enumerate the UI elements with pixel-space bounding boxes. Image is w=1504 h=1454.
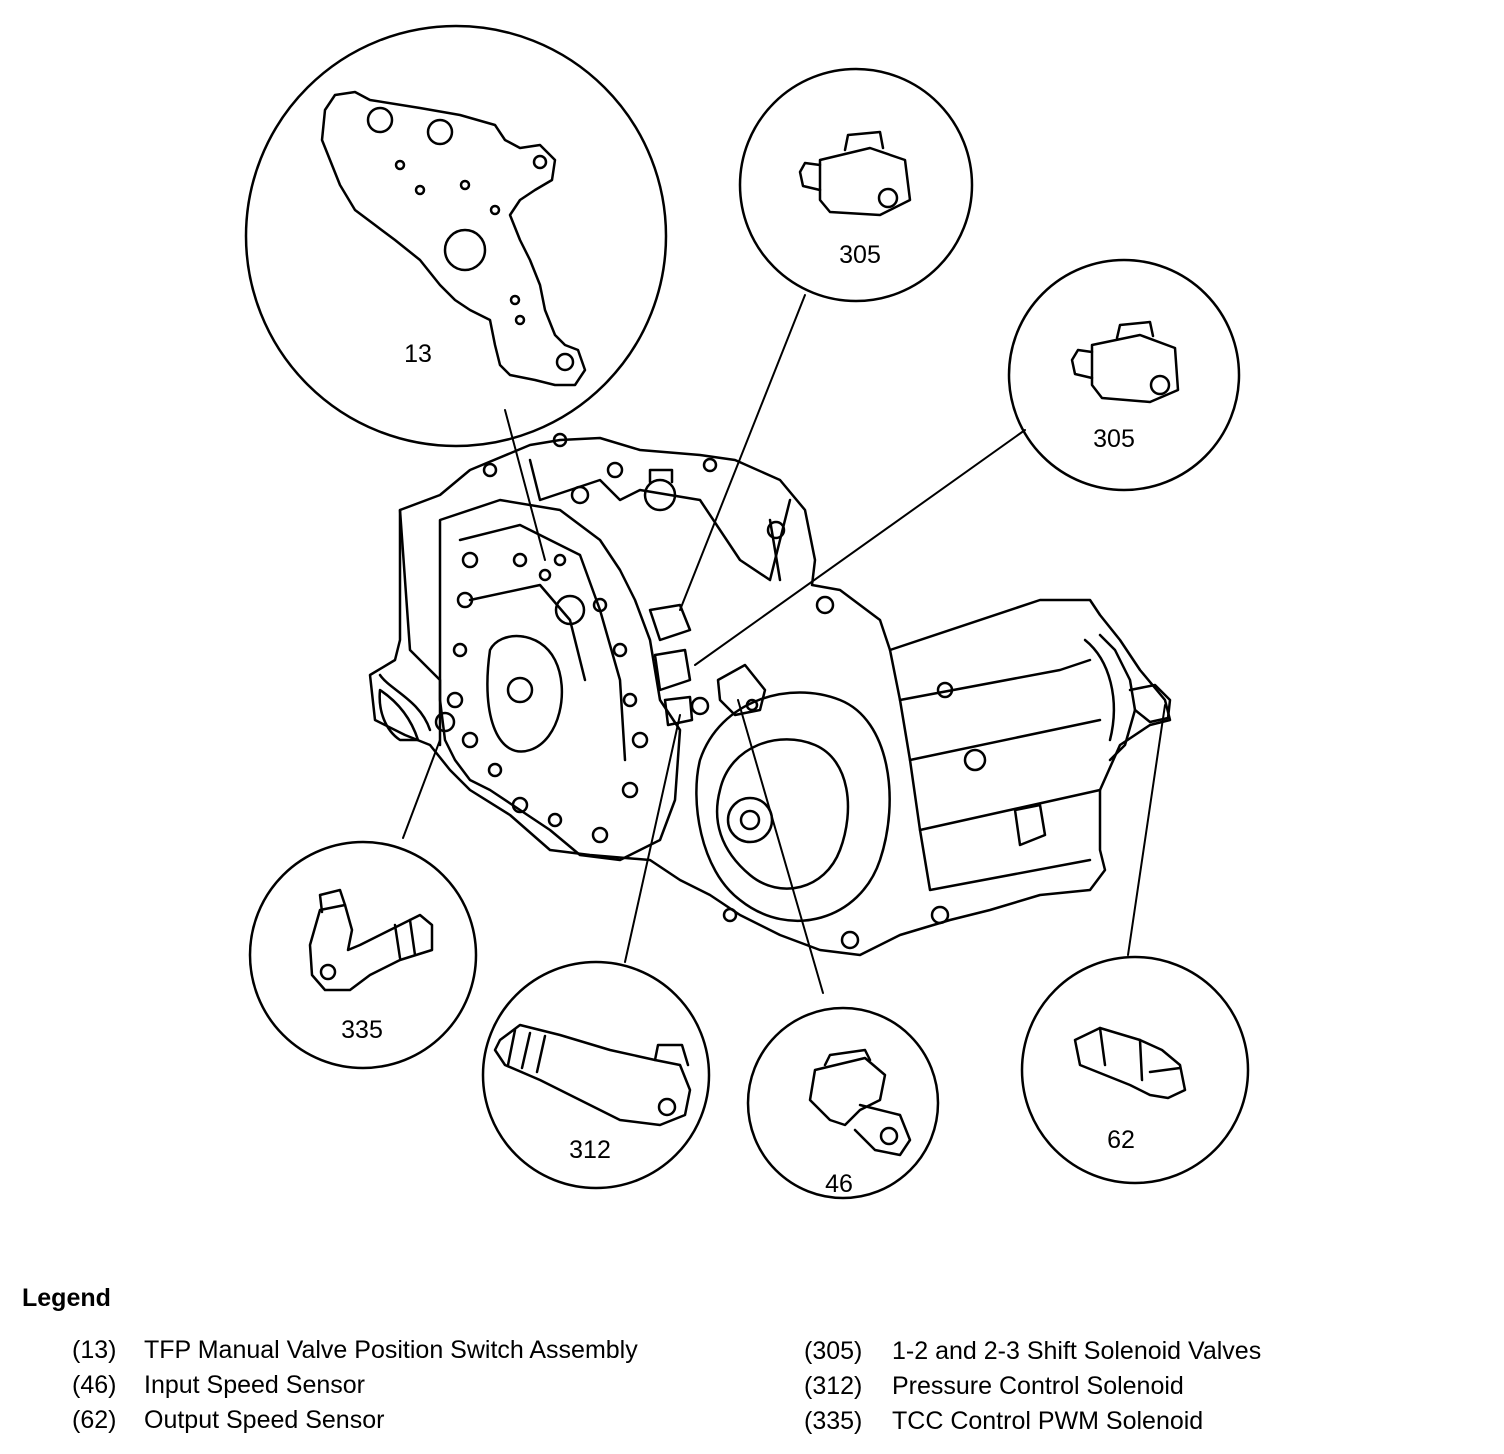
callout-305-top: 305 [839,241,881,269]
pressure-control-solenoid-icon [493,1023,692,1127]
legend-desc: Output Speed Sensor [144,1406,385,1434]
tcc-pwm-solenoid-icon [308,888,434,992]
legend-code: (305) [804,1337,863,1365]
legend-code: (335) [804,1407,863,1435]
detail-circle-305-right: 305 [1007,258,1241,492]
detail-circle-335: 335 [248,840,478,1070]
switch-plate-icon [320,90,587,387]
detail-circle-305-top: 305 [738,67,974,303]
legend-desc: Pressure Control Solenoid [892,1372,1184,1400]
shift-solenoid-icon [1070,320,1180,404]
callout-13: 13 [404,340,432,368]
callout-305-right: 305 [1093,425,1135,453]
transmission-body [368,432,1172,957]
legend-desc: 1-2 and 2-3 Shift Solenoid Valves [892,1337,1262,1365]
transmission-diagram: 13 305 305 335 [244,24,1250,1200]
legend-code: (312) [804,1372,863,1400]
detail-circle-62: 62 [1020,955,1250,1185]
legend-title: Legend [22,1284,111,1312]
leader-lines [402,294,1166,994]
output-speed-sensor-icon [1073,1026,1187,1100]
detail-circle-312: 312 [481,960,711,1190]
callout-335: 335 [341,1016,383,1044]
callout-46: 46 [825,1170,853,1198]
legend-code: (13) [72,1336,117,1364]
callout-312: 312 [569,1136,611,1164]
legend-code: (62) [72,1406,117,1434]
legend-desc: TCC Control PWM Solenoid [892,1407,1204,1435]
callout-62: 62 [1107,1126,1135,1154]
legend-desc: Input Speed Sensor [144,1371,365,1399]
input-speed-sensor-icon [808,1048,912,1157]
shift-solenoid-icon [798,130,912,217]
detail-circle-46: 46 [746,1006,940,1200]
detail-circle-13: 13 [244,24,668,448]
legend-desc: TFP Manual Valve Position Switch Assembl… [144,1336,638,1364]
legend-code: (46) [72,1371,117,1399]
